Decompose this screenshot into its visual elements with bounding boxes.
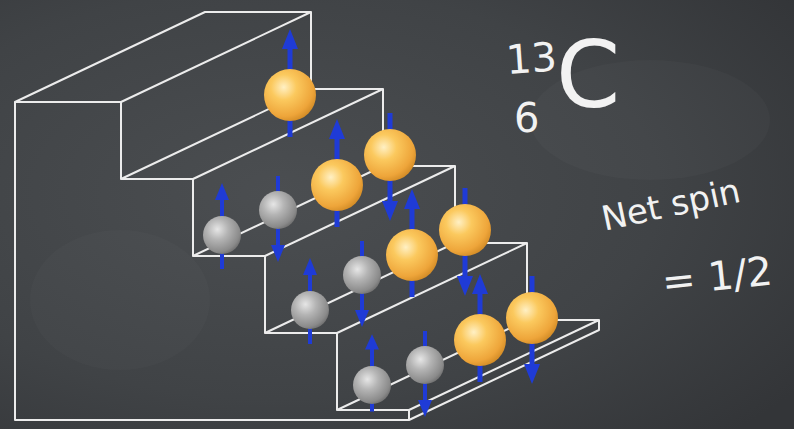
nucleon-ball [291,291,329,329]
proton-spin-up [353,334,391,411]
nucleon-ball [259,191,297,229]
nucleon-ball [353,366,391,404]
spin-value: = 1/2 [660,251,774,302]
atomic-number: 6 [514,98,539,138]
neutron-spin-up [386,189,438,297]
nucleon-ball [386,229,438,281]
nucleon-ball [506,292,558,344]
mass-number: 13 [505,36,559,79]
neutron-spin-up [454,274,506,382]
neutron-spin-down [506,276,558,384]
nucleon-ball [364,129,416,181]
nucleon-ball [264,69,316,121]
staircase-outline [15,12,599,420]
net-spin-note: Net spin [598,173,743,236]
neutron-spin-down [439,188,491,296]
proton-spin-up [291,258,329,344]
element-symbol: C [556,30,620,122]
neutron-spin-up [311,119,363,227]
chalk-smudge [30,230,210,370]
nucleon-ball [439,204,491,256]
proton-spin-down [259,176,297,262]
nucleon-ball [311,159,363,211]
proton-spin-down [406,331,444,417]
proton-spin-down [343,241,381,327]
nucleon-ball [343,256,381,294]
nucleon-ball [203,216,241,254]
proton-spin-up [203,183,241,269]
nucleon-ball [454,314,506,366]
neutron-spin-up [264,29,316,137]
nucleon-ball [406,346,444,384]
